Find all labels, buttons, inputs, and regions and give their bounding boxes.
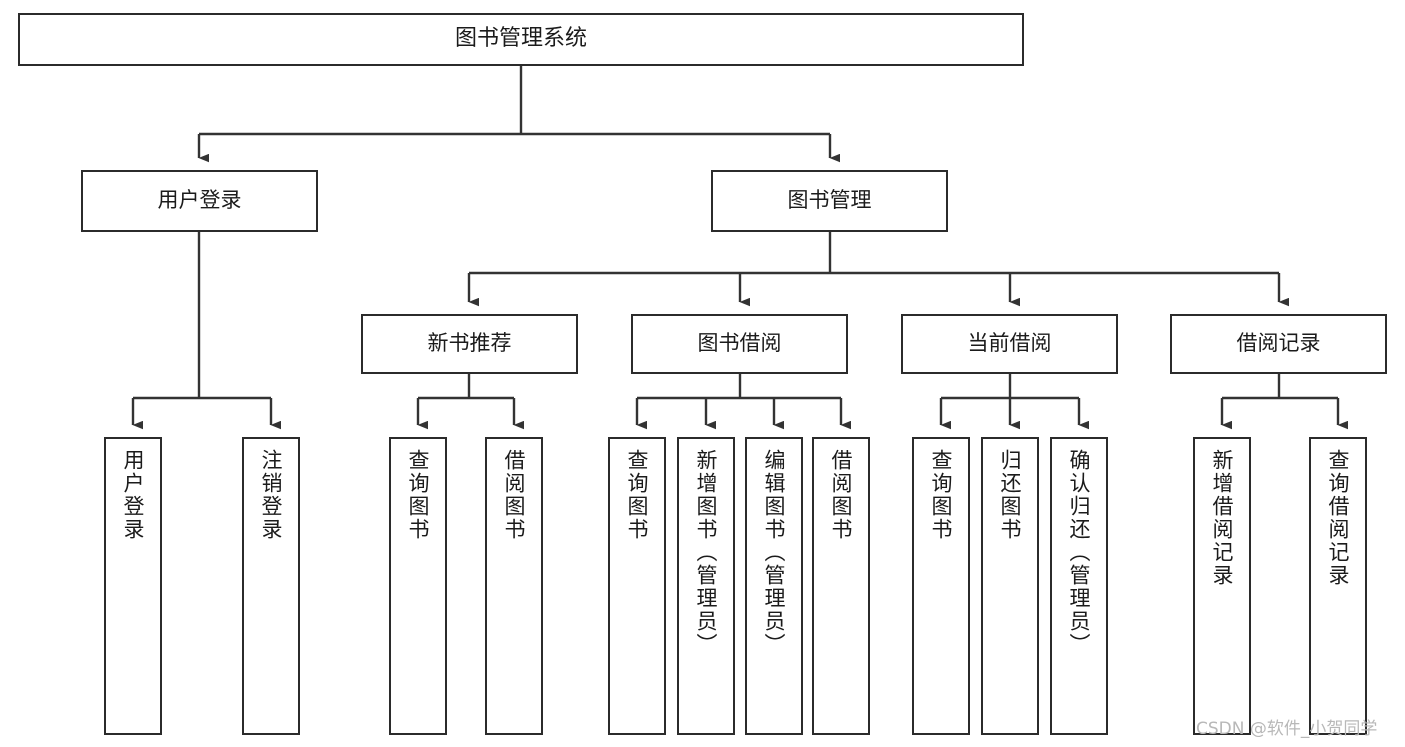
leaf-add-record[interactable]: 新增借阅记录 [1193, 437, 1251, 735]
node-current-borrow-label: 当前借阅 [967, 331, 1052, 356]
leaf-query-book-borrow-label: 查询图书 [625, 449, 650, 541]
leaf-query-book-borrow[interactable]: 查询图书 [608, 437, 666, 735]
leaf-query-record-label: 查询借阅记录 [1326, 449, 1351, 587]
leaf-borrow-book-label: 借阅图书 [829, 449, 854, 541]
leaf-add-book[interactable]: 新增图书（管理员） [677, 437, 735, 735]
node-borrow-record-label: 借阅记录 [1236, 331, 1321, 356]
node-user-login[interactable]: 用户登录 [81, 170, 318, 232]
leaf-confirm-return-label: 确认归还（管理员） [1067, 449, 1092, 656]
leaf-query-book-rec-label: 查询图书 [406, 449, 431, 541]
leaf-add-book-label: 新增图书（管理员） [694, 449, 719, 656]
leaf-borrow-book-rec[interactable]: 借阅图书 [485, 437, 543, 735]
leaf-borrow-book-rec-label: 借阅图书 [502, 449, 527, 541]
leaf-borrow-book[interactable]: 借阅图书 [812, 437, 870, 735]
leaf-query-book-rec[interactable]: 查询图书 [389, 437, 447, 735]
leaf-query-book-current[interactable]: 查询图书 [912, 437, 970, 735]
leaf-edit-book[interactable]: 编辑图书（管理员） [745, 437, 803, 735]
node-root[interactable]: 图书管理系统 [18, 13, 1024, 66]
node-new-book-rec[interactable]: 新书推荐 [361, 314, 578, 374]
node-borrow-record[interactable]: 借阅记录 [1170, 314, 1387, 374]
node-user-login-label: 用户登录 [157, 188, 242, 213]
leaf-edit-book-label: 编辑图书（管理员） [762, 449, 787, 656]
leaf-logout-login[interactable]: 注销登录 [242, 437, 300, 735]
leaf-query-record[interactable]: 查询借阅记录 [1309, 437, 1367, 735]
node-current-borrow[interactable]: 当前借阅 [901, 314, 1118, 374]
node-book-manage-label: 图书管理 [787, 188, 872, 213]
node-root-label: 图书管理系统 [454, 26, 587, 52]
node-book-borrow[interactable]: 图书借阅 [631, 314, 848, 374]
node-new-book-rec-label: 新书推荐 [427, 331, 512, 356]
leaf-logout-login-label: 注销登录 [259, 449, 284, 541]
leaf-return-book-label: 归还图书 [998, 449, 1023, 541]
leaf-user-login-label: 用户登录 [121, 449, 146, 541]
leaf-add-record-label: 新增借阅记录 [1210, 449, 1235, 587]
leaf-user-login[interactable]: 用户登录 [104, 437, 162, 735]
node-book-manage[interactable]: 图书管理 [711, 170, 948, 232]
node-book-borrow-label: 图书借阅 [697, 331, 782, 356]
leaf-confirm-return[interactable]: 确认归还（管理员） [1050, 437, 1108, 735]
leaf-query-book-current-label: 查询图书 [929, 449, 954, 541]
leaf-return-book[interactable]: 归还图书 [981, 437, 1039, 735]
